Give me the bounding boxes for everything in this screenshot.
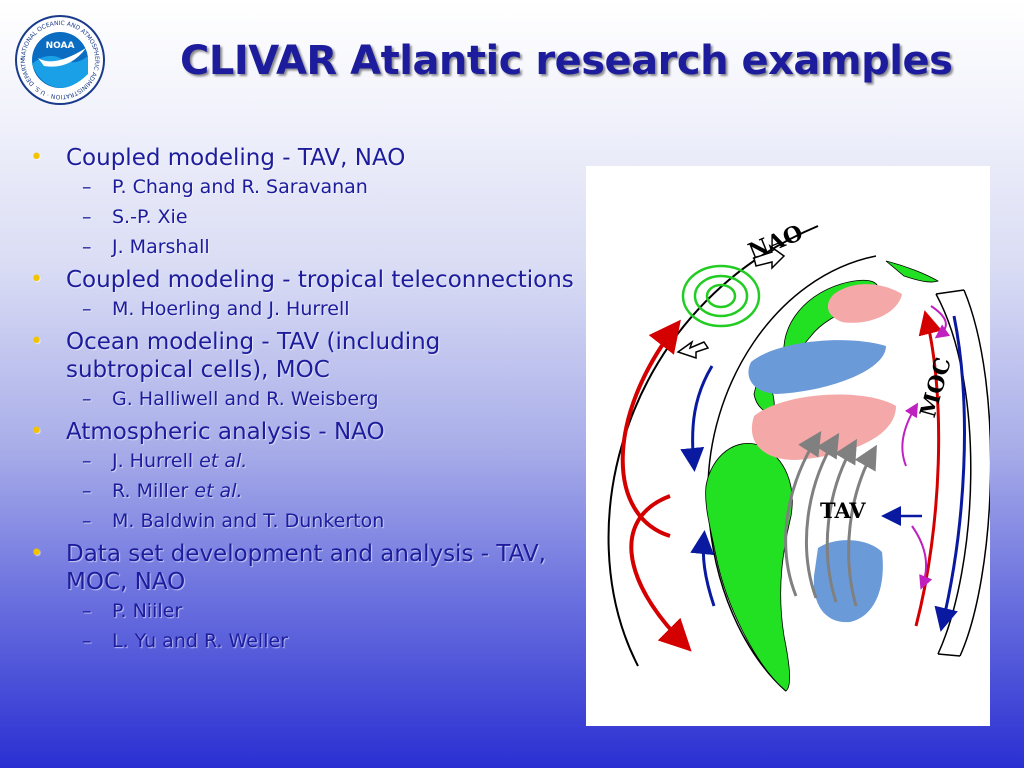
atmosphere-blue-arrow-upper — [680, 365, 714, 472]
sub-bullet-item: –L. Yu and R. Weller — [82, 630, 288, 652]
sub-bullet-item: –P. Chang and R. Saravanan — [82, 176, 368, 198]
tav-wind-arrows — [784, 430, 877, 607]
atmosphere-blue-arrow-lower — [690, 530, 716, 607]
bullet-item: •Data set development and analysis - TAV… — [30, 541, 546, 595]
sub-bullet-item: –J. Marshall — [82, 236, 210, 258]
slide-title: CLIVAR Atlantic research examples — [180, 38, 953, 84]
atmosphere-red-arrow-upper — [620, 319, 681, 538]
bullet-item: •Ocean modeling - TAV (including subtrop… — [30, 329, 441, 383]
sub-bullet-item: –G. Halliwell and R. Weisberg — [82, 388, 379, 410]
sub-bullet-item: –P. Niiler — [82, 600, 183, 622]
logo-text: NOAA — [46, 41, 75, 51]
bullet-item: •Coupled modeling - tropical teleconnect… — [30, 267, 574, 293]
atmosphere-red-arrow-lower — [629, 494, 692, 652]
moc-label: MOC — [915, 355, 957, 421]
cool-patch-south — [813, 540, 883, 623]
bullet-list: •Coupled modeling - TAV, NAO –P. Chang a… — [28, 140, 588, 656]
moc-blue-arrow — [934, 315, 966, 632]
sub-bullet-item: –J. Hurrell et al. — [82, 450, 248, 472]
noaa-logo: NATIONAL OCEANIC AND ATMOSPHERIC ADMINIS… — [11, 9, 106, 106]
bullet-dot: • — [30, 267, 43, 292]
nao-pressure-contours — [681, 264, 761, 328]
nao-arrow-east — [753, 244, 786, 270]
bullet-dot: • — [30, 329, 43, 354]
warm-patch-tropics — [751, 394, 896, 460]
warm-patch-north — [827, 284, 902, 323]
bullet-dot: • — [30, 541, 43, 566]
south-america-land — [705, 443, 793, 692]
atlantic-schematic-figure: NAO MOC TAV — [586, 166, 990, 726]
sub-bullet-item: –S.-P. Xie — [82, 206, 188, 228]
bullet-item: •Coupled modeling - TAV, NAO — [30, 145, 406, 171]
sub-bullet-item: –M. Baldwin and T. Dunkerton — [82, 510, 385, 532]
nao-arrow-west — [676, 340, 710, 360]
cool-patch-north — [748, 340, 886, 394]
tav-label: TAV — [820, 498, 866, 523]
bullet-item: •Atmospheric analysis - NAO — [30, 419, 385, 445]
bullet-dot: • — [30, 145, 43, 170]
sub-bullet-item: –R. Miller et al. — [82, 480, 243, 502]
sub-bullet-item: –M. Hoerling and J. Hurrell — [82, 298, 350, 320]
bullet-dot: • — [30, 419, 43, 444]
